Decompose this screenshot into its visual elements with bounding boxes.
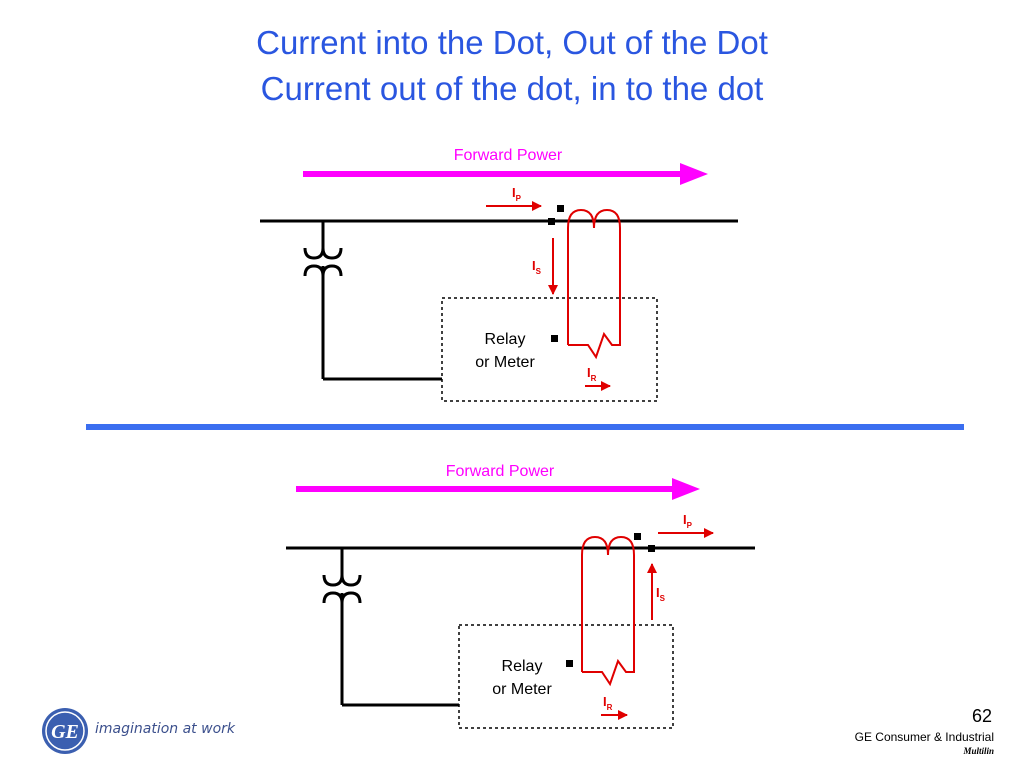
bottom-primary-dot-line — [648, 545, 655, 552]
top-relay-box — [441, 297, 658, 402]
top-is-label: IS — [532, 258, 542, 276]
top-ip-label: IP — [512, 185, 522, 203]
top-primary-dot-line — [548, 218, 555, 225]
bottom-is-label: IS — [656, 585, 666, 603]
bottom-relay-label-line-2: or Meter — [492, 681, 552, 698]
bottom-ip-label: IP — [683, 512, 693, 530]
svg-text:GE: GE — [51, 721, 79, 743]
top-ct-secondary-winding — [567, 208, 621, 360]
bottom-ct-secondary-winding — [581, 535, 635, 687]
bottom-ir-label: IR — [603, 694, 613, 712]
top-primary-dot — [557, 205, 564, 212]
tagline: imagination at work — [95, 721, 235, 737]
bottom-relay-dot — [566, 660, 573, 667]
top-relay-label-line-1: Relay — [485, 331, 526, 348]
slide-title-line-1: Current into the Dot, Out of the Dot — [256, 24, 768, 61]
top-relay-dot — [551, 335, 558, 342]
top-forward-power-label: Forward Power — [454, 147, 563, 164]
ge-logo: GE — [42, 708, 88, 754]
top-potential-transformer — [303, 221, 442, 381]
company-name: GE Consumer & Industrial — [854, 730, 994, 744]
top-ir-label: IR — [587, 365, 597, 383]
bottom-forward-power-label: Forward Power — [446, 463, 555, 480]
division-name: Multilin — [963, 746, 994, 756]
top-relay-label-line-2: or Meter — [475, 354, 535, 371]
bottom-relay-box — [458, 624, 674, 729]
bottom-diagram: Forward Power Relay or Meter IP IS — [286, 463, 755, 729]
bottom-potential-transformer — [322, 548, 459, 707]
page-number: 62 — [971, 706, 992, 726]
bottom-primary-dot — [634, 533, 641, 540]
slide-title-line-2: Current out of the dot, in to the dot — [260, 70, 764, 107]
top-diagram: Forward Power Relay or Meter IP IS — [260, 147, 738, 402]
top-forward-power-arrow — [303, 163, 708, 185]
bottom-forward-power-arrow — [296, 478, 700, 500]
bottom-relay-label-line-1: Relay — [502, 658, 543, 675]
